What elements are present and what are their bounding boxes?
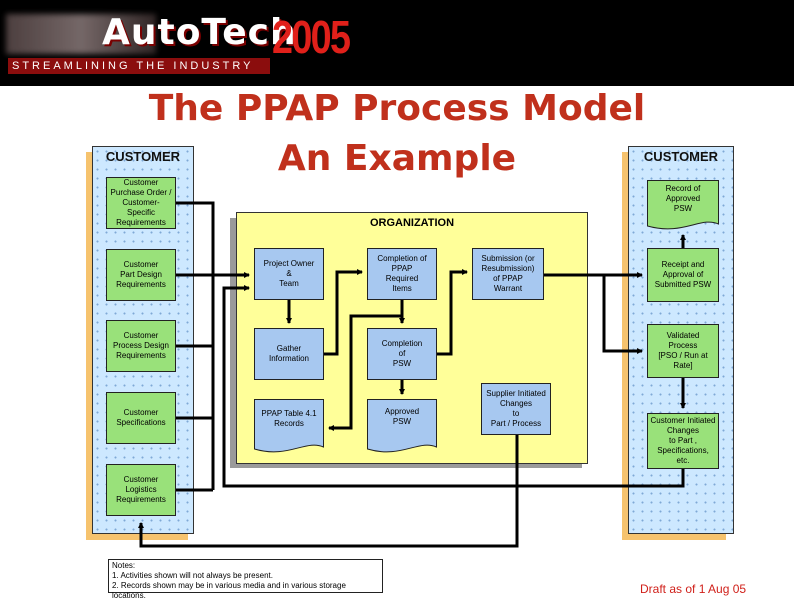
- notes-heading: Notes:: [112, 561, 136, 570]
- box-completion-psw: Completion of PSW: [367, 328, 437, 380]
- doc-record-approved-psw: Record of Approved PSW: [647, 180, 719, 234]
- connector-gather-to-required: [324, 269, 363, 356]
- box-validated-process: Validated Process [PSO / Run at Rate]: [647, 324, 719, 378]
- connector-customer-changes-return: [222, 285, 685, 488]
- connector-psw-to-submission: [437, 269, 468, 356]
- connector-required-to-table: [328, 310, 404, 431]
- doc-ppap-table-records: PPAP Table 4.1 Records: [254, 399, 324, 455]
- connector-purchase-order: [176, 201, 215, 490]
- box-logistics: Customer Logistics Requirements: [106, 464, 176, 516]
- brand-tagline: STREAMLINING THE INDUSTRY: [8, 58, 270, 74]
- box-specifications: Customer Specifications: [106, 392, 176, 444]
- header-banner: AutoTech 2005 STREAMLINING THE INDUSTRY: [0, 0, 794, 86]
- notes-box: Notes: 1. Activities shown will not alwa…: [108, 559, 383, 600]
- notes-item-1: 1. Activities shown will not always be p…: [112, 571, 273, 580]
- doc-approved-psw: Approved PSW: [367, 399, 437, 455]
- connector-submission-to-validated: [602, 275, 643, 354]
- brand-year: 2005: [272, 11, 351, 63]
- organization-title: ORGANIZATION: [369, 217, 455, 229]
- document-shape-icon: [367, 399, 437, 453]
- blurred-logo: [6, 14, 156, 54]
- draft-label: Draft as of 1 Aug 05: [640, 582, 747, 596]
- box-part-design: Customer Part Design Requirements: [106, 249, 176, 301]
- box-process-design: Customer Process Design Requirements: [106, 320, 176, 372]
- customer-title-right: CUSTOMER: [643, 149, 719, 164]
- page-title: The PPAP Process Model: [148, 88, 646, 129]
- box-supplier-changes: Supplier Initiated Changes to Part / Pro…: [481, 383, 551, 435]
- box-receipt-approval: Receipt and Approval of Submitted PSW: [647, 248, 719, 302]
- document-shape-icon: [254, 399, 324, 453]
- box-submission-warrant: Submission (or Resubmission) of PPAP War…: [472, 248, 544, 300]
- brand-name: AutoTech: [102, 12, 297, 53]
- box-customer-changes: Customer Initiated Changes to Part , Spe…: [647, 413, 719, 469]
- box-gather-information: Gather Information: [254, 328, 324, 380]
- customer-title-left: CUSTOMER: [105, 149, 181, 164]
- box-completion-required-items: Completion of PPAP Required Items: [367, 248, 437, 300]
- box-project-owner: Project Owner & Team: [254, 248, 324, 300]
- document-shape-icon: [647, 180, 719, 230]
- notes-item-2: 2. Records shown may be in various media…: [112, 581, 346, 600]
- connector-supplier-changes-return: [138, 435, 519, 548]
- box-purchase-order: Customer Purchase Order / Customer-Speci…: [106, 177, 176, 229]
- page-subtitle: An Example: [277, 138, 517, 179]
